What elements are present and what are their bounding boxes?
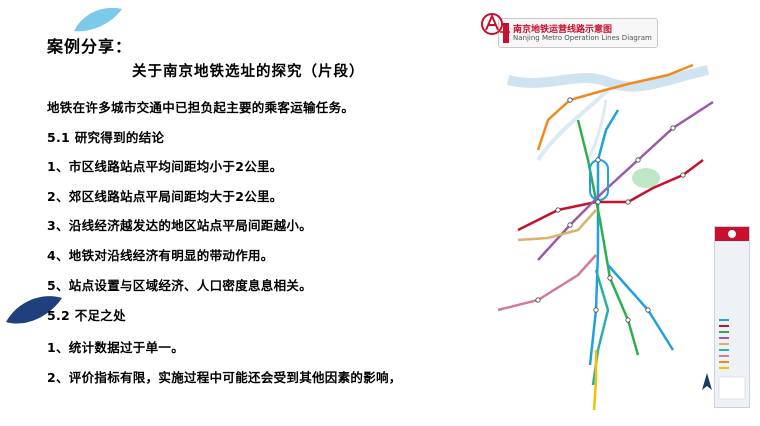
metro-lines-diagram	[497, 63, 714, 411]
shortcoming-item-1: 1、统计数据过于单一。	[47, 340, 184, 355]
shortcoming-item-2: 2、评价指标有限，实施过程中可能还会受到其他因素的影响，	[47, 370, 402, 385]
compass-icon	[702, 373, 712, 390]
map-title-box: 南京地铁运营线路示意图 Nanjing Metro Operation Line…	[498, 18, 658, 48]
conclusion-item-3: 3、沿线经济越发达的地区站点平局间距越小。	[47, 218, 312, 233]
conclusion-item-1: 1、市区线路站点平均间距均小于2公里。	[47, 159, 283, 174]
nanjing-metro-logo-icon	[481, 13, 510, 35]
metro-map-image: 南京地铁运营线路示意图 Nanjing Metro Operation Line…	[478, 10, 756, 420]
conclusion-item-2: 2、郊区线路站点平局间距均大于2公里。	[47, 189, 283, 204]
section-shortcomings: 5.2 不足之处	[47, 308, 126, 323]
intro-line: 地铁在许多城市交通中已担负起主要的乘客运输任务。	[47, 100, 355, 115]
map-title-cn: 南京地铁运营线路示意图	[513, 25, 613, 35]
map-title-accent	[503, 23, 509, 43]
slide-heading: 案例分享：	[47, 37, 133, 56]
conclusion-item-4: 4、地铁对沿线经济有明显的带动作用。	[47, 248, 274, 263]
map-legend-panel	[714, 226, 750, 408]
section-conclusions: 5.1 研究得到的结论	[47, 130, 165, 145]
conclusion-item-5: 5、站点设置与区域经济、人口密度息息相关。	[47, 278, 312, 293]
slide-subtitle: 关于南京地铁选址的探究（片段）	[132, 64, 365, 80]
legend-swatches	[718, 230, 746, 400]
leaf-decoration-icon	[74, 7, 122, 32]
leaf-decoration-icon	[6, 296, 62, 324]
map-title-en: Nanjing Metro Operation Lines Diagram	[513, 34, 652, 42]
